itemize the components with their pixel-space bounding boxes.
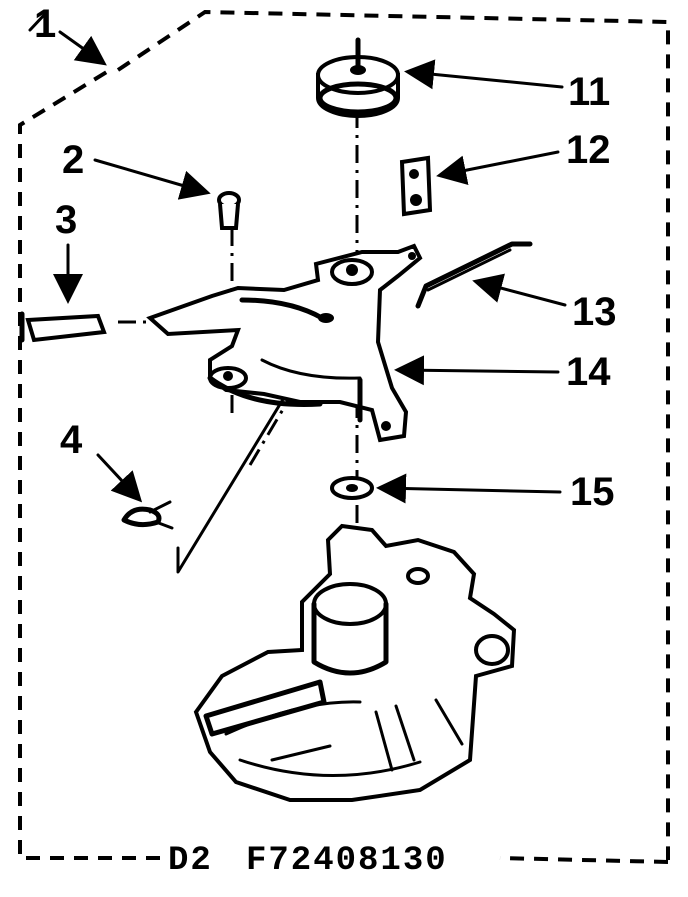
part-4-clip (121, 500, 174, 530)
base-housing (193, 523, 517, 802)
leader-1 (58, 30, 107, 66)
part-12-bracket (399, 155, 433, 217)
leader-2 (93, 158, 211, 200)
part-3-pin (19, 311, 107, 343)
part-13-spring (415, 241, 533, 309)
part-2-screw (217, 191, 241, 230)
part-11-pulley (316, 37, 400, 118)
callout-1: 1 (34, 2, 57, 46)
part-15-washer (330, 476, 374, 500)
leader-15 (376, 473, 562, 504)
diagram-code-number: F72408130 (246, 842, 448, 880)
callout-11: 11 (568, 70, 611, 114)
leader-11 (404, 59, 564, 90)
leader-14 (394, 355, 560, 386)
callout-12: 12 (566, 128, 611, 172)
callout-3: 3 (55, 198, 78, 242)
part-14-cam-assembly (146, 243, 423, 443)
callout-13: 13 (572, 290, 617, 334)
leader-12 (436, 150, 560, 186)
leader-13 (472, 273, 567, 307)
leader-4 (96, 453, 143, 503)
diagram-code-prefix: D2 (168, 842, 213, 880)
callout-2: 2 (62, 138, 85, 182)
callout-4: 4 (60, 418, 83, 462)
assembly-boundary (18, 9, 670, 864)
leader-lines (53, 30, 567, 504)
callout-14: 14 (566, 350, 611, 394)
boundary-mark (28, 12, 47, 32)
callout-15: 15 (570, 470, 615, 514)
